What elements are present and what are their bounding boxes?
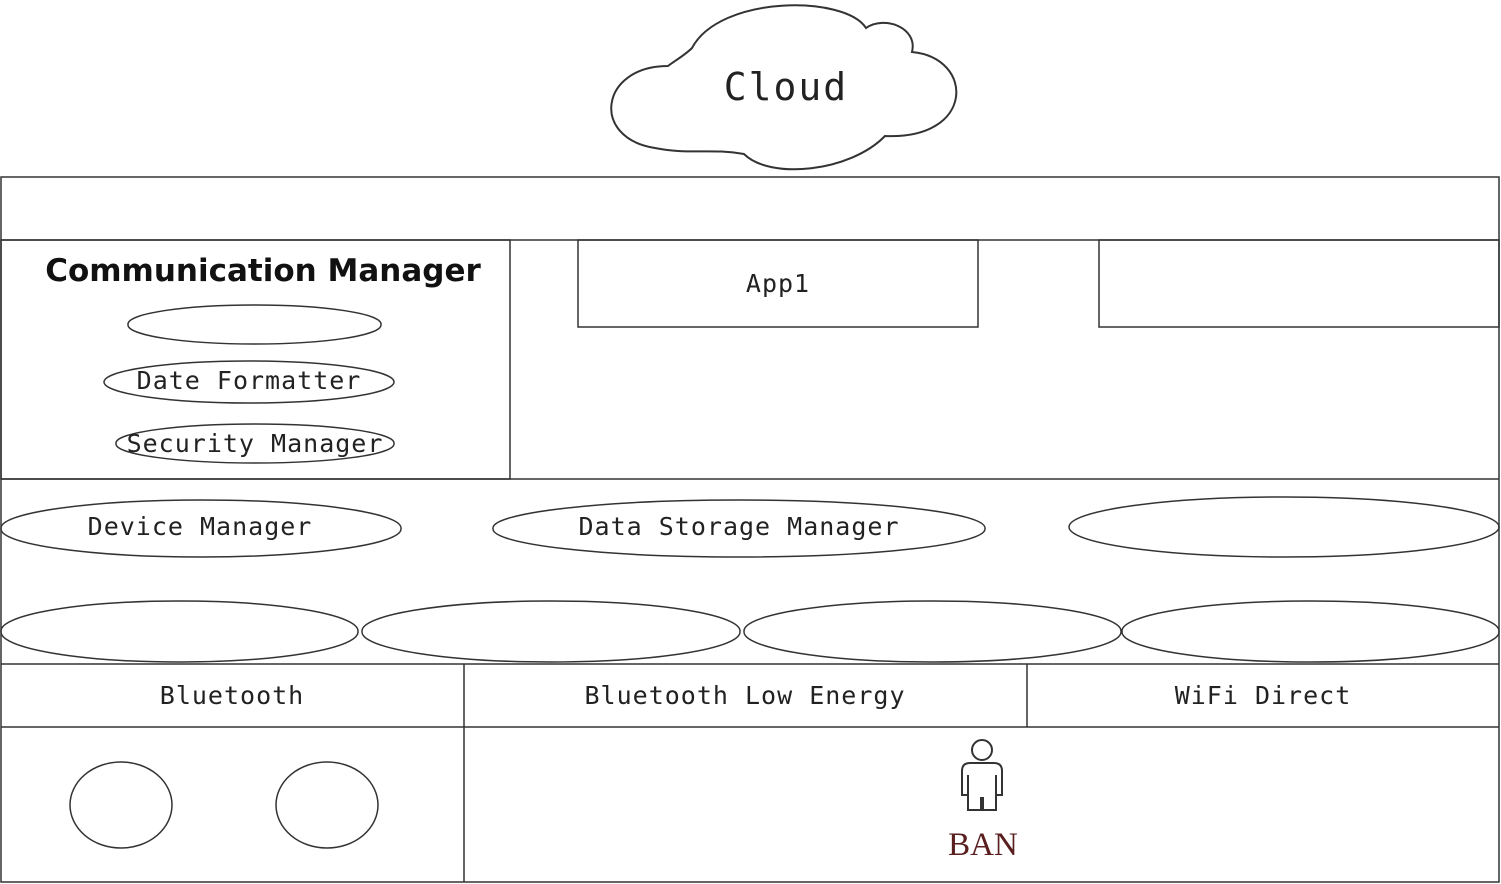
security-manager-label: Security Manager xyxy=(127,429,384,458)
protocol-wifi-direct: WiFi Direct xyxy=(1175,681,1352,710)
person-icon xyxy=(961,739,1003,811)
cm-module-blank xyxy=(127,304,382,345)
cloud-label: Cloud xyxy=(724,65,848,109)
data-storage-manager-label: Data Storage Manager xyxy=(578,512,899,541)
adapter-3 xyxy=(743,600,1122,663)
security-manager-shape xyxy=(115,423,395,464)
device-node-2 xyxy=(275,761,379,849)
communication-manager-title: Communication Manager xyxy=(45,253,481,289)
cloud: Cloud xyxy=(610,4,958,171)
ban-label: BAN xyxy=(948,827,1018,863)
cm-module-security-manager: Security Manager xyxy=(115,423,395,464)
data-storage-manager-shape xyxy=(492,499,986,558)
app1-shape xyxy=(577,239,979,328)
app-box-1: App1 xyxy=(577,239,979,328)
app1-label: App1 xyxy=(746,269,810,298)
protocol-ble: Bluetooth Low Energy xyxy=(584,681,905,710)
adapter-layer xyxy=(0,600,1500,663)
adapter-4 xyxy=(1121,600,1500,663)
device-manager-label: Device Manager xyxy=(88,512,313,541)
manager-blank-shape xyxy=(1068,496,1500,558)
adapter-2 xyxy=(361,600,741,663)
cloud-shape xyxy=(610,4,958,171)
device-node-1 xyxy=(69,761,173,849)
app-box-2 xyxy=(1098,239,1500,328)
communication-manager-panel: Communication Manager Date Formatter Sec… xyxy=(0,239,511,480)
adapter-1 xyxy=(0,600,359,663)
protocol-bluetooth: Bluetooth xyxy=(160,681,304,710)
date-formatter-label: Date Formatter xyxy=(137,366,362,395)
app2-shape xyxy=(1098,239,1500,328)
cm-module-blank-shape xyxy=(127,304,382,345)
device-manager-shape xyxy=(0,499,402,558)
data-storage-manager: Data Storage Manager xyxy=(492,499,986,558)
cm-module-date-formatter: Date Formatter xyxy=(103,360,395,404)
manager-blank xyxy=(1068,496,1500,558)
device-manager: Device Manager xyxy=(0,499,402,558)
date-formatter-shape xyxy=(103,360,395,404)
